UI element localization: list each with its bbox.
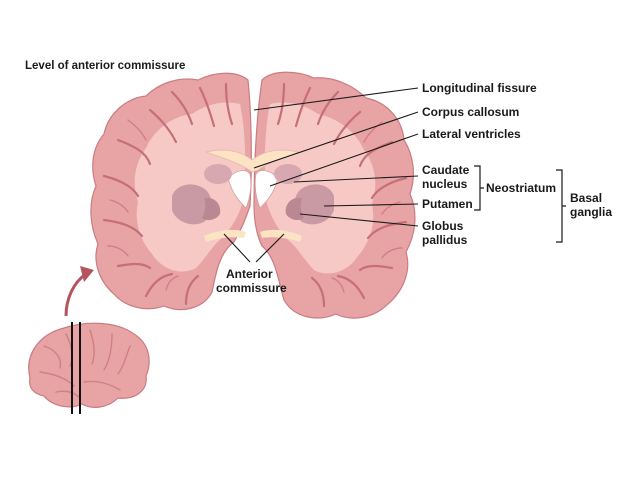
- label-corpus-callosum: Corpus callosum: [422, 105, 519, 119]
- label-globus-line1: Globus: [422, 219, 464, 233]
- right-globus-pallidus: [285, 197, 304, 221]
- label-basal-line2: ganglia: [570, 205, 612, 219]
- neostriatum-bracket: [474, 165, 484, 211]
- left-sulci: [102, 82, 234, 306]
- label-anterior-line1: Anterior: [226, 267, 273, 281]
- leader-putamen: [323, 203, 419, 207]
- left-lateral-ventricle: [227, 170, 252, 209]
- left-putamen: [172, 184, 212, 225]
- label-globus-line2: pallidus: [422, 233, 468, 247]
- label-caudate-line2: nucleus: [422, 177, 468, 191]
- anterior-commissure-right: [260, 229, 302, 242]
- leader-caudate-nucleus: [293, 175, 419, 183]
- right-sulci: [276, 82, 408, 308]
- coronal-section: [90, 71, 416, 319]
- right-lateral-ventricle: [254, 170, 279, 209]
- anterior-commissure-left: [204, 229, 246, 242]
- label-caudate-line1: Caudate: [422, 163, 470, 177]
- basal-ganglia-bracket: [556, 169, 566, 243]
- leader-lateral-ventricles: [269, 133, 419, 187]
- curved-arrow-head: [80, 266, 94, 282]
- right-sulci-fine: [331, 121, 403, 293]
- leader-longitudinal-fissure: [253, 87, 419, 111]
- leader-lines: [223, 87, 419, 263]
- left-globus-pallidus: [202, 197, 221, 221]
- diagram-title: Level of anterior commissure: [25, 60, 185, 72]
- leader-globus-pallidus: [299, 213, 419, 227]
- left-caudate-nucleus: [204, 164, 232, 184]
- label-lateral-ventricles: Lateral ventricles: [422, 127, 521, 141]
- leader-anterior-commissure-left: [223, 233, 251, 263]
- left-sulci-fine: [107, 119, 179, 291]
- label-neostriatum: Neostriatum: [486, 181, 556, 195]
- label-longitudinal-fissure: Longitudinal fissure: [422, 81, 537, 95]
- lateral-brain: [28, 322, 150, 408]
- lateral-brain-thumbnail: [28, 266, 150, 414]
- label-basal-line1: Basal: [570, 191, 602, 205]
- label-anterior-line2: commissure: [216, 281, 287, 295]
- corpus-callosum: [204, 149, 300, 173]
- leader-anterior-commissure-right: [255, 233, 285, 263]
- curved-arrow: [64, 272, 87, 317]
- label-putamen: Putamen: [422, 197, 473, 211]
- leader-corpus-callosum: [253, 111, 419, 169]
- right-caudate-nucleus: [274, 164, 302, 184]
